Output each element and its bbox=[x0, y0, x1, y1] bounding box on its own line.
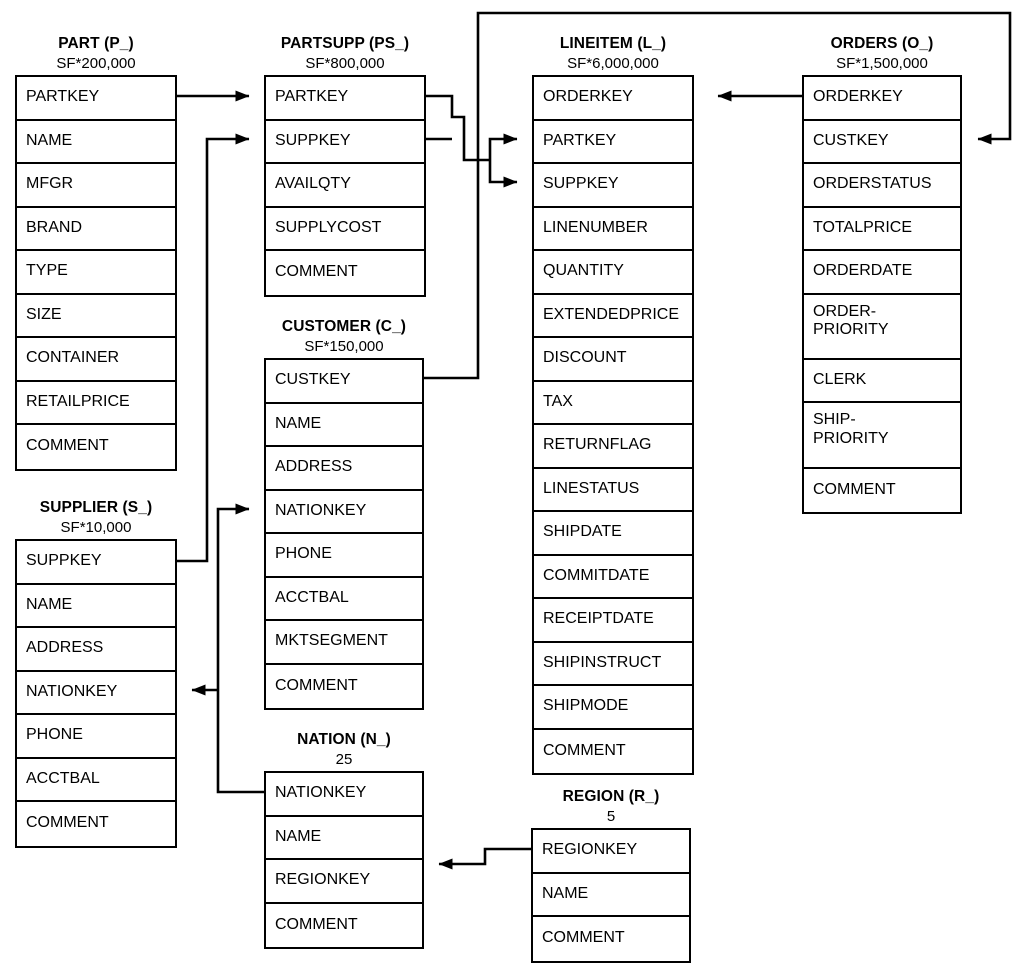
column-lineitem-comment: COMMENT bbox=[543, 741, 626, 759]
column-lineitem-quantity: QUANTITY bbox=[534, 251, 692, 295]
column-lineitem-linestatus: LINESTATUS bbox=[534, 469, 692, 512]
column-orders-order-priority: ORDER- PRIORITY bbox=[804, 295, 960, 360]
edge-partsupp-lineitem-partkey bbox=[488, 133, 518, 160]
edge-region-nation bbox=[438, 847, 531, 870]
column-region-regionkey: REGIONKEY bbox=[533, 830, 689, 874]
column-customer-phone: PHONE bbox=[266, 534, 422, 578]
column-partsupp-partkey: PARTKEY bbox=[266, 77, 424, 121]
edge-partsupp-lineitem-trunk bbox=[426, 94, 490, 162]
column-part-container: CONTAINER bbox=[17, 338, 175, 382]
column-lineitem-orderkey: ORDERKEY bbox=[534, 77, 692, 121]
column-lineitem-returnflag: RETURNFLAG bbox=[534, 425, 692, 469]
column-nation-nationkey: NATIONKEY bbox=[266, 773, 422, 817]
column-lineitem-linenumber: LINENUMBER bbox=[534, 208, 692, 251]
column-region-comment: COMMENT bbox=[542, 929, 625, 947]
column-customer-comment: COMMENT bbox=[275, 676, 358, 694]
column-part-comment: COMMENT bbox=[26, 437, 109, 455]
column-customer-acctbal: ACCTBAL bbox=[266, 578, 422, 621]
column-nation-name: NAME bbox=[266, 817, 422, 860]
column-part-brand: BRAND bbox=[17, 208, 175, 251]
column-partsupp-supplycost: SUPPLYCOST bbox=[266, 208, 424, 251]
column-part-partkey: PARTKEY bbox=[17, 77, 175, 121]
column-supplier-phone: PHONE bbox=[17, 715, 175, 759]
column-lineitem-discount: DISCOUNT bbox=[534, 338, 692, 382]
column-nation-comment: COMMENT bbox=[275, 915, 358, 933]
entity-cardinality-nation: 25 bbox=[335, 751, 353, 768]
entity-title-nation: NATION (N_) bbox=[297, 731, 391, 748]
column-orders-orderdate: ORDERDATE bbox=[804, 251, 960, 295]
entity-title-lineitem: LINEITEM (L_) bbox=[559, 35, 667, 52]
column-part-retailprice: RETAILPRICE bbox=[17, 382, 175, 425]
column-lineitem-shipinstruct: SHIPINSTRUCT bbox=[534, 643, 692, 686]
column-orders-orderkey: ORDERKEY bbox=[804, 77, 960, 121]
entity-title-part: PART (P_) bbox=[58, 35, 134, 52]
column-supplier-address: ADDRESS bbox=[17, 628, 175, 672]
column-partsupp-suppkey: SUPPKEY bbox=[266, 121, 424, 164]
column-orders-comment: COMMENT bbox=[813, 480, 896, 498]
entity-title-supplier: SUPPLIER (S_) bbox=[39, 499, 153, 516]
edge-partsupp-lineitem-suppkey bbox=[488, 160, 518, 188]
entity-title-partsupp: PARTSUPP (PS_) bbox=[280, 35, 410, 52]
entity-cardinality-part: SF*200,000 bbox=[56, 55, 136, 72]
column-orders-clerk: CLERK bbox=[804, 360, 960, 404]
column-customer-address: ADDRESS bbox=[266, 447, 422, 491]
column-orders-totalprice: TOTALPRICE bbox=[804, 208, 960, 251]
entity-title-customer: CUSTOMER (C_) bbox=[281, 318, 407, 335]
column-customer-name: NAME bbox=[266, 404, 422, 447]
column-supplier-comment: COMMENT bbox=[26, 814, 109, 832]
column-region-name: NAME bbox=[533, 874, 689, 917]
column-orders-custkey: CUSTKEY bbox=[804, 121, 960, 164]
column-orders-ship-priority: SHIP- PRIORITY bbox=[804, 403, 960, 469]
column-nation-regionkey: REGIONKEY bbox=[266, 860, 422, 904]
column-partsupp-availqty: AVAILQTY bbox=[266, 164, 424, 208]
edge-nation-trunk bbox=[216, 507, 264, 794]
column-customer-custkey: CUSTKEY bbox=[266, 360, 422, 404]
entity-title-region: REGION (R_) bbox=[562, 788, 660, 805]
entity-cardinality-customer: SF*150,000 bbox=[304, 338, 384, 355]
column-lineitem-shipdate: SHIPDATE bbox=[534, 512, 692, 556]
entity-cardinality-supplier: SF*10,000 bbox=[60, 519, 132, 536]
column-lineitem-partkey: PARTKEY bbox=[534, 121, 692, 164]
column-supplier-acctbal: ACCTBAL bbox=[17, 759, 175, 802]
column-part-mfgr: MFGR bbox=[17, 164, 175, 208]
column-lineitem-suppkey: SUPPKEY bbox=[534, 164, 692, 208]
column-supplier-nationkey: NATIONKEY bbox=[17, 672, 175, 715]
column-part-size: SIZE bbox=[17, 295, 175, 338]
column-customer-nationkey: NATIONKEY bbox=[266, 491, 422, 534]
column-lineitem-extendedprice: EXTENDEDPRICE bbox=[534, 295, 692, 338]
column-part-type: TYPE bbox=[17, 251, 175, 295]
column-part-name: NAME bbox=[17, 121, 175, 164]
entity-cardinality-lineitem: SF*6,000,000 bbox=[567, 55, 659, 72]
column-orders-orderstatus: ORDERSTATUS bbox=[804, 164, 960, 208]
column-supplier-suppkey: SUPPKEY bbox=[17, 541, 175, 585]
column-lineitem-shipmode: SHIPMODE bbox=[534, 686, 692, 730]
column-customer-mktsegment: MKTSEGMENT bbox=[266, 621, 422, 665]
entity-cardinality-orders: SF*1,500,000 bbox=[836, 55, 928, 72]
entity-cardinality-region: 5 bbox=[606, 808, 616, 825]
column-partsupp-comment: COMMENT bbox=[275, 263, 358, 281]
column-lineitem-commitdate: COMMITDATE bbox=[534, 556, 692, 599]
column-supplier-name: NAME bbox=[17, 585, 175, 628]
column-lineitem-tax: TAX bbox=[534, 382, 692, 425]
entity-cardinality-partsupp: SF*800,000 bbox=[305, 55, 385, 72]
entity-title-orders: ORDERS (O_) bbox=[830, 35, 934, 52]
column-lineitem-receiptdate: RECEIPTDATE bbox=[534, 599, 692, 643]
